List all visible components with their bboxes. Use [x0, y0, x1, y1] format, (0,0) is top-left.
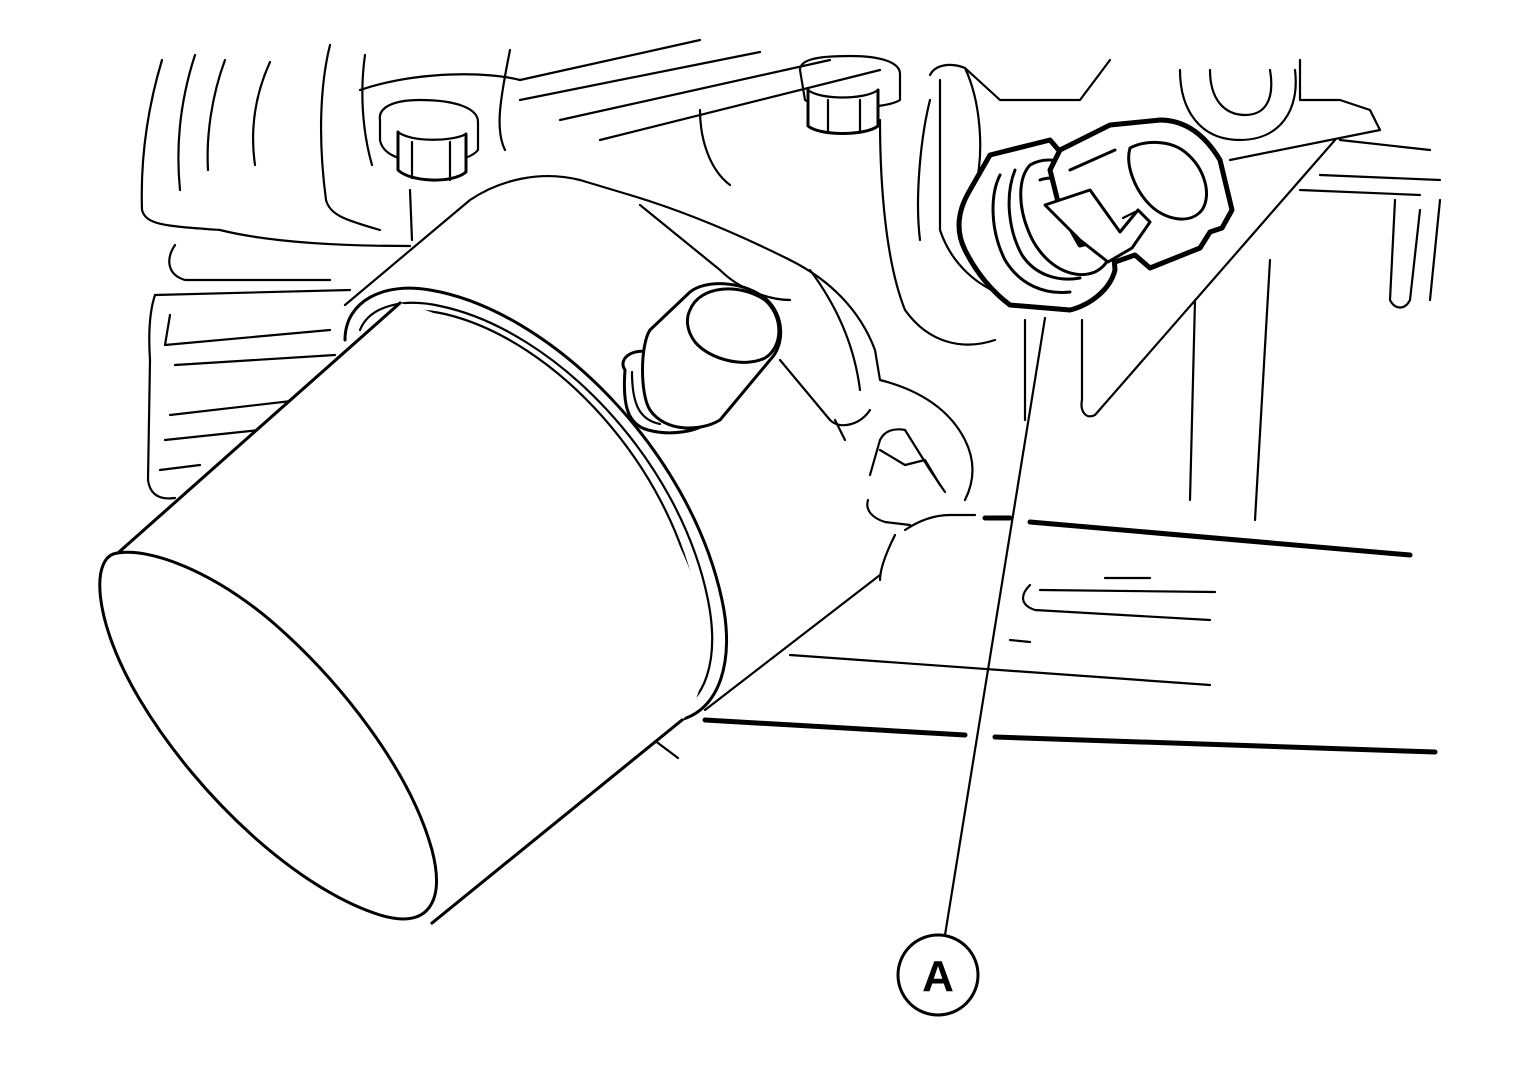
upper-right-casting	[878, 58, 1442, 522]
lower-frame	[702, 515, 1438, 755]
cooler-fitting	[621, 282, 783, 435]
filter-housing	[343, 174, 977, 712]
engine-block-casting	[140, 38, 882, 282]
callout-a: A	[896, 316, 1047, 1017]
oil-filter	[98, 286, 729, 925]
sensor-connector	[1043, 117, 1235, 271]
callout-label-a: A	[922, 952, 954, 1001]
mounting-bolt-left	[378, 98, 480, 242]
callout-leader-line	[943, 316, 1047, 937]
mounting-bolt-center	[798, 54, 902, 135]
left-bracket	[146, 288, 352, 500]
callout-circle	[896, 933, 980, 1017]
